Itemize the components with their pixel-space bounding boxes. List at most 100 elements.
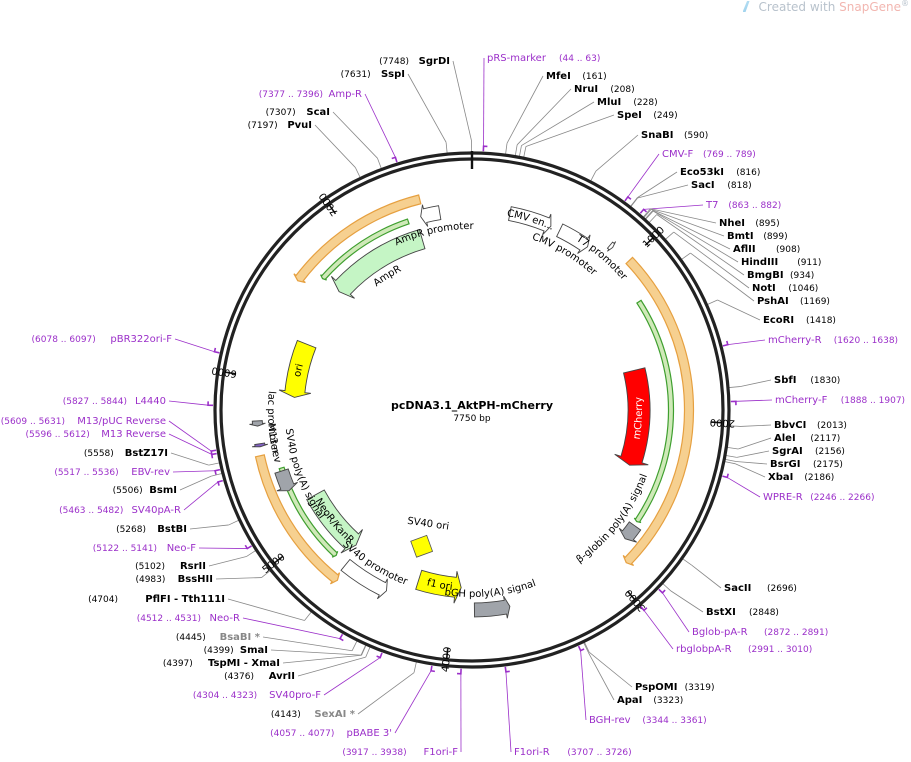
primer-mcherry-r[interactable]: mCherry-R(1620 .. 1638) — [768, 335, 898, 346]
enzyme-eco53ki[interactable]: Eco53kI(816) — [680, 167, 760, 178]
enzyme-leader — [645, 210, 654, 220]
enzyme-bmgbi[interactable]: BmgBI(934) — [747, 270, 814, 281]
enzyme-bstxi[interactable]: BstXI(2848) — [706, 607, 779, 618]
enzyme-bsshii[interactable]: BssHII(4983) — [135, 574, 213, 585]
enzyme-ecori[interactable]: EcoRI(1418) — [763, 315, 836, 326]
primer-name: pBR322ori-F — [110, 334, 172, 345]
enzyme-leader — [648, 214, 658, 223]
enzyme-pspomi[interactable]: PspOMI(3319) — [635, 682, 715, 693]
enzyme-mfei[interactable]: MfeI(161) — [546, 71, 607, 82]
enzyme-leader — [377, 158, 382, 169]
primer-range: (6078 .. 6097) — [32, 335, 96, 345]
sv40-ori-label: SV40 ori — [407, 516, 450, 533]
tick-mark — [224, 371, 236, 375]
enzyme-bsmi[interactable]: BsmI(5506) — [113, 485, 177, 496]
enzyme-leader — [728, 386, 741, 388]
enzyme-sgrdi[interactable]: SgrDI(7748) — [379, 56, 450, 67]
enzyme-bstbi[interactable]: BstBI(5268) — [116, 524, 187, 535]
enzyme-scai[interactable]: ScaI(7307) — [266, 107, 330, 118]
primer-mcherry-f[interactable]: mCherry-F(1888 .. 1907) — [775, 395, 905, 406]
enzyme-sgrai[interactable]: SgrAI(2156) — [772, 446, 845, 457]
enzyme-spei[interactable]: SpeI(249) — [617, 110, 678, 121]
primer-f1ori-f[interactable]: F1ori-F(3917 .. 3938) — [342, 747, 458, 758]
primer-leader — [394, 670, 432, 734]
primer-m13-puc-reverse[interactable]: M13/pUC Reverse(5609 .. 5631) — [1, 416, 166, 427]
enzyme-name: BbvCI — [774, 420, 806, 431]
primer-leader — [364, 93, 396, 158]
enzyme-position: (208) — [610, 85, 634, 95]
enzyme-name: Eco53kI — [680, 167, 724, 178]
enzyme-saci[interactable]: SacI(818) — [691, 180, 752, 191]
primer-rbglobpa-r[interactable]: rbglobpA-R(2991 .. 3010) — [676, 644, 812, 655]
enzyme-rsrii[interactable]: RsrII(5102) — [135, 561, 206, 572]
enzyme-hindiii[interactable]: HindIII(911) — [741, 257, 821, 268]
primer-amp-r[interactable]: Amp-R(7377 .. 7396) — [259, 89, 362, 100]
enzyme-noti[interactable]: NotI(1046) — [752, 283, 818, 294]
primer-pbabe-3[interactable]: pBABE 3'(4057 .. 4077) — [270, 728, 392, 739]
enzyme-bbvci[interactable]: BbvCI (2013) — [774, 420, 847, 431]
enzyme-leader — [521, 101, 595, 146]
enzyme-sspi[interactable]: SspI(7631) — [341, 69, 405, 80]
enzyme-bstz17i[interactable]: BstZ17I(5558) — [84, 448, 168, 459]
enzyme-leader — [652, 210, 739, 263]
primer-leader — [168, 433, 212, 455]
orf-neo-outer — [254, 454, 341, 585]
enzyme-bsabi[interactable]: BsaBI *(4445) — [176, 632, 261, 643]
primer-cmv-f[interactable]: CMV-F(769 .. 789) — [662, 149, 756, 160]
enzyme-sbfi[interactable]: SbfI(1830) — [774, 375, 840, 386]
enzyme-avrii[interactable]: AvrII(4376) — [224, 671, 295, 682]
feature-arrow-beta-globin-polya-signal — [618, 521, 642, 543]
primer-prs-marker[interactable]: pRS-marker(44 .. 63) — [487, 53, 600, 64]
primer-m13-reverse[interactable]: M13 Reverse(5596 .. 5612) — [26, 429, 166, 440]
enzyme-leader — [189, 524, 229, 530]
enzyme-leader — [681, 252, 691, 260]
enzyme-bmti[interactable]: BmtI(899) — [727, 231, 788, 242]
primer-pbr322ori-f[interactable]: pBR322ori-F (6078 .. 6097) — [32, 334, 173, 345]
primer-name: Amp-R — [329, 89, 363, 100]
primer-wpre-r[interactable]: WPRE-R(2246 .. 2266) — [763, 492, 874, 503]
enzyme-leader — [630, 197, 638, 207]
primer-sv40pro-f[interactable]: SV40pro-F (4304 .. 4323) — [193, 690, 321, 701]
enzyme-pvui[interactable]: PvuI(7197) — [248, 120, 312, 131]
enzyme-apai[interactable]: ApaI(3323) — [617, 695, 683, 706]
enzyme-sexai[interactable]: SexAI *(4143) — [271, 709, 356, 720]
primer-f1ori-r[interactable]: F1ori-R(3707 .. 3726) — [514, 747, 632, 758]
enzyme-snabi[interactable]: SnaBI(590) — [641, 130, 708, 141]
primer-mark-ebv-rev — [214, 468, 221, 475]
primer-neo-f[interactable]: Neo-F(5122 .. 5141) — [93, 543, 197, 554]
primer-name: SV40pro-F — [269, 690, 321, 701]
enzyme-leader — [365, 646, 371, 658]
primer-l4440[interactable]: L4440(5827 .. 5844) — [63, 396, 166, 407]
enzyme-leader — [670, 590, 704, 613]
enzyme-xbai[interactable]: XbaI(2186) — [768, 472, 834, 483]
primer-bgh-rev[interactable]: BGH-rev(3344 .. 3361) — [589, 715, 707, 726]
enzyme-pshai[interactable]: PshAI(1169) — [757, 296, 830, 307]
enzyme-aflii[interactable]: AflII(908) — [733, 244, 800, 255]
enzyme-leader — [208, 556, 247, 567]
primer-sv40pa-r[interactable]: SV40pA-R(5463 .. 5482) — [59, 505, 181, 516]
enzyme-sacii[interactable]: SacII(2696) — [724, 583, 797, 594]
enzyme-pflfi-tth111i[interactable]: PflFI - Tth111I(4704) — [88, 594, 225, 605]
enzyme-alei[interactable]: AleI(2117) — [774, 433, 840, 444]
enzyme-tspmi-xmai[interactable]: TspMI - XmaI(4397) — [163, 658, 280, 669]
enzyme-bsrgi[interactable]: BsrGI(2175) — [770, 459, 843, 470]
primer-mark-l4440 — [207, 401, 214, 407]
feature-label-f1-ori: f1 ori — [426, 577, 453, 592]
enzyme-nrui[interactable]: NruI(208) — [574, 84, 635, 95]
primer-t7[interactable]: T7(863 .. 882) — [705, 200, 781, 211]
primer-leader — [174, 338, 215, 353]
enzyme-leader — [228, 519, 239, 526]
enzyme-position: (2013) — [817, 421, 847, 431]
primer-ebv-rev[interactable]: EBV-rev(5517 .. 5536) — [54, 467, 170, 478]
enzyme-labels: SgrDI(7748) SspI(7631) ScaI(7307) PvuI(7197… — [84, 56, 847, 720]
sv40-ori-box — [410, 534, 434, 558]
primer-bglob-pa-r[interactable]: Bglob-pA-R(2872 .. 2891) — [692, 627, 828, 638]
enzyme-mlui[interactable]: MluI(228) — [597, 97, 658, 108]
enzyme-smai[interactable]: SmaI(4399) — [204, 645, 268, 656]
enzyme-leader — [662, 583, 672, 592]
primer-leader — [172, 470, 216, 473]
primer-neo-r[interactable]: Neo-R(4512 .. 4531) — [137, 613, 240, 624]
primer-range: (4304 .. 4323) — [193, 691, 257, 701]
enzyme-leader — [215, 577, 262, 580]
enzyme-nhei[interactable]: NheI(895) — [719, 218, 780, 229]
